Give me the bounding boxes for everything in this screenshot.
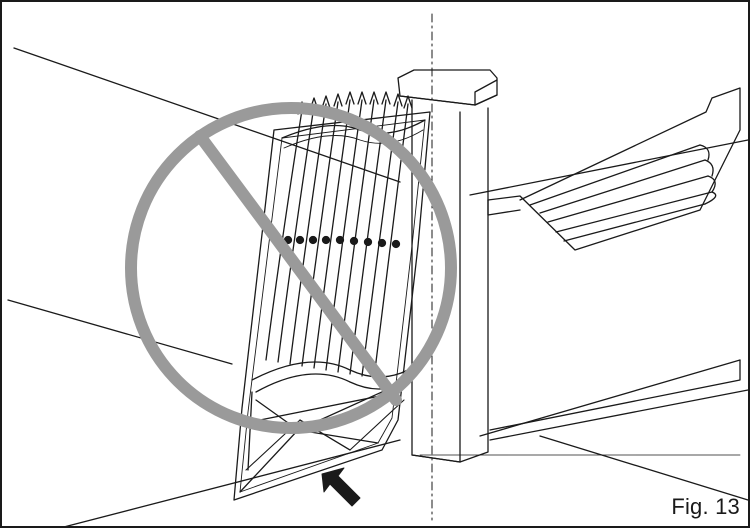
ground-lines — [7, 47, 749, 528]
push-arrow-icon — [321, 467, 361, 507]
prohibition-circle-icon — [125, 102, 457, 434]
adjacent-gate-section — [469, 87, 749, 441]
figure-label: Fig. 13 — [671, 494, 740, 519]
fence-post — [397, 69, 498, 463]
